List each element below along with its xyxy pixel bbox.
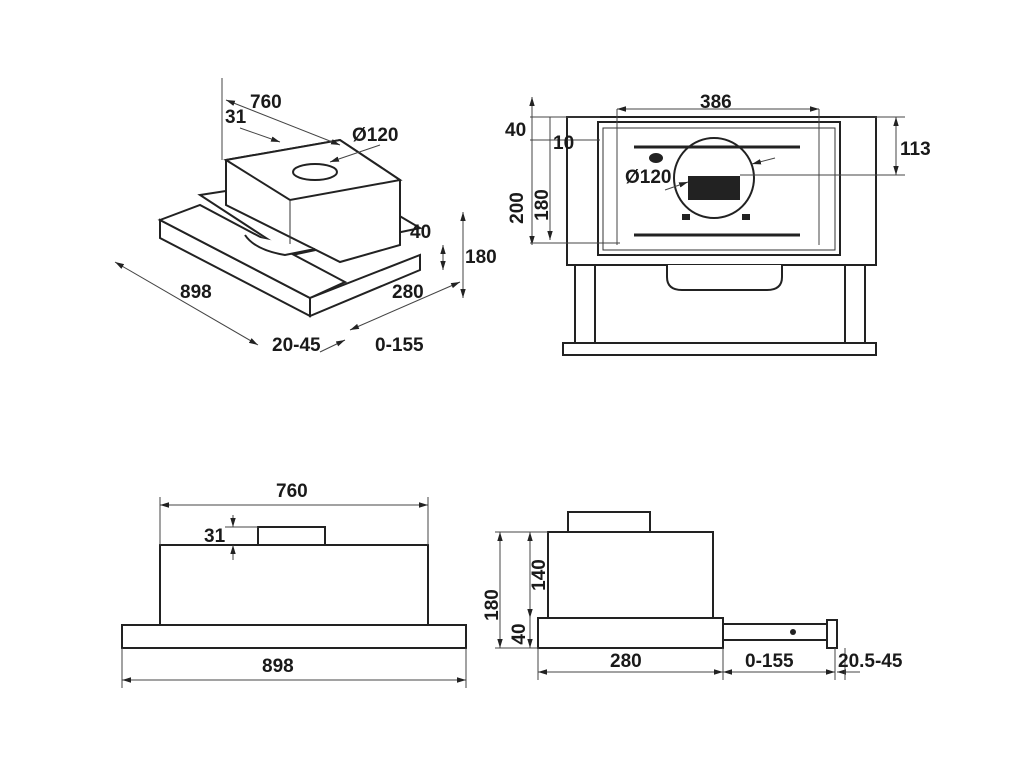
top-760-label: 760 (276, 481, 308, 502)
top-898-label: 898 (262, 656, 294, 677)
front-200-label: 200 (507, 192, 528, 224)
front-10-label: 10 (553, 133, 574, 154)
side-handle-label: 20.5-45 (838, 651, 903, 672)
iso-duct-label: Ø120 (352, 125, 398, 146)
side-280-label: 280 (610, 651, 642, 672)
side-140-label: 140 (529, 559, 550, 591)
side-40-label: 40 (509, 623, 530, 644)
iso-180-label: 180 (465, 247, 497, 268)
iso-handle-label: 20-45 (272, 335, 321, 356)
iso-760-label: 760 (250, 92, 282, 113)
front-view: 386 40 10 180 200 Ø120 113 (505, 92, 931, 356)
front-40-label: 40 (505, 120, 526, 141)
front-386-label: 386 (700, 92, 732, 113)
top-31-label: 31 (204, 526, 226, 547)
front-180-label: 180 (532, 189, 553, 221)
front-duct-label: Ø120 (625, 167, 671, 188)
iso-898-label: 898 (180, 282, 212, 303)
front-113-label: 113 (900, 139, 931, 160)
iso-extension-label: 0-155 (375, 335, 424, 356)
top-view: 760 31 898 (121, 481, 467, 688)
iso-40-label: 40 (410, 222, 431, 243)
iso-31-label: 31 (225, 107, 247, 128)
side-180-label: 180 (482, 589, 503, 621)
iso-280-label: 280 (392, 282, 424, 303)
side-view: 180 140 40 280 0-155 20.5-45 (482, 511, 903, 680)
side-extension-label: 0-155 (745, 651, 794, 672)
isometric-view: 760 31 Ø120 898 40 180 280 20-45 0-155 (114, 78, 497, 356)
